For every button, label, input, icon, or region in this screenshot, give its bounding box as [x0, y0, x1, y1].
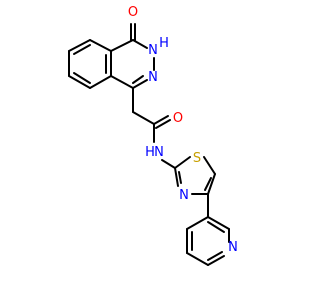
bond-double — [132, 75, 144, 84]
bond-inner — [73, 44, 91, 55]
bond-inner — [207, 221, 225, 233]
bond — [68, 39, 91, 52]
atom-n-thiazole: N — [179, 188, 189, 203]
bond — [132, 39, 148, 49]
bond — [153, 115, 169, 125]
atom-h-ring: H — [159, 36, 169, 51]
bond — [132, 111, 155, 125]
bond-inner — [73, 72, 91, 84]
atom-n-ring-nh: N — [148, 43, 158, 58]
bond — [161, 159, 176, 169]
bond — [110, 39, 134, 52]
bond — [174, 156, 191, 169]
atom-o-top: O — [128, 5, 138, 20]
bond — [68, 75, 91, 89]
atom-h-amide: H — [145, 145, 155, 160]
bond-double — [204, 177, 212, 191]
bond — [186, 216, 209, 230]
molecule-diagram: O N H N O H N S N N — [68, 5, 238, 266]
structure-svg: O N H N O H N S N N — [68, 5, 238, 266]
bond — [207, 216, 230, 230]
bonds — [68, 23, 230, 266]
atom-n-pyridine: N — [228, 240, 238, 255]
bond — [174, 167, 179, 187]
bond — [132, 79, 148, 89]
bond-inner — [207, 251, 223, 261]
atom-n-amide: N — [154, 145, 164, 160]
atom-n-ring: N — [148, 70, 158, 85]
bond — [207, 255, 225, 266]
bond-double — [178, 171, 182, 184]
bond — [110, 75, 134, 89]
atom-s-thiazole: S — [193, 151, 201, 166]
bond — [186, 252, 209, 266]
bond — [89, 75, 112, 89]
atom-labels: O N H N O H N S N N — [128, 5, 238, 255]
bond — [207, 173, 216, 195]
bond — [155, 119, 171, 129]
bond — [203, 156, 216, 175]
atom-o-amide: O — [173, 111, 183, 126]
bond — [89, 39, 112, 52]
